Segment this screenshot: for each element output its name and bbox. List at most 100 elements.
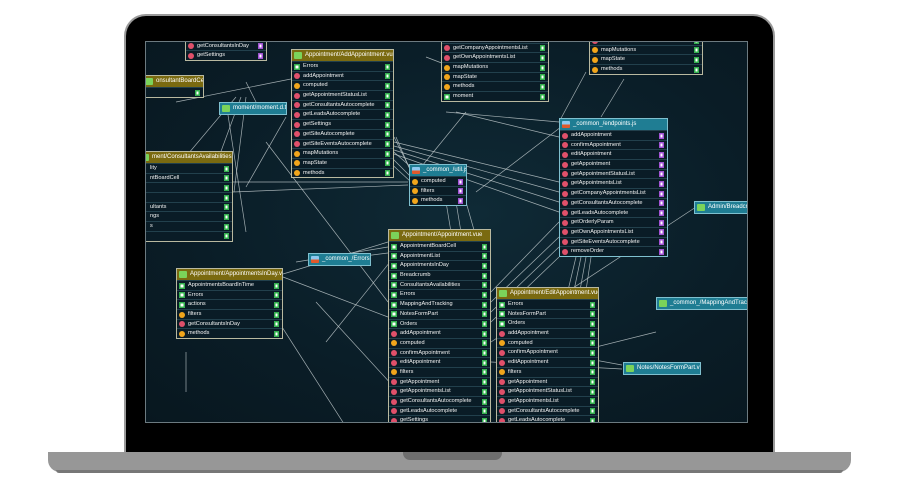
- node-header[interactable]: _common_/endpoints.js: [560, 119, 667, 130]
- node-member-row[interactable]: Errors: [292, 61, 393, 71]
- node-member-row[interactable]: Errors: [497, 299, 598, 309]
- node-member-row[interactable]: getConsultantsAutocomplete: [497, 405, 598, 416]
- node-moment[interactable]: moment/moment.d.ts: [219, 102, 287, 115]
- node-header[interactable]: Appointment/AddAppointment.vue: [292, 50, 393, 61]
- node-member-row[interactable]: getConsultantsAutocomplete: [292, 99, 393, 110]
- node-member-row[interactable]: getConsultantsAutocomplete: [560, 197, 667, 208]
- node-header[interactable]: _common_/Errors.js: [309, 254, 370, 265]
- node-member-row[interactable]: addAppointment: [292, 70, 393, 81]
- node-member-row[interactable]: getCompanyAppointmentsList: [442, 42, 548, 53]
- node-member-row[interactable]: getSettings: [292, 119, 393, 129]
- node-member-row[interactable]: [146, 192, 232, 202]
- node-member-row[interactable]: computed: [497, 337, 598, 348]
- node-member-row[interactable]: moment: [442, 91, 548, 101]
- node-member-row[interactable]: confirmAppointment: [389, 347, 490, 358]
- node-member-row[interactable]: filters: [177, 309, 282, 319]
- node-member-row[interactable]: getConsultantsInDay: [177, 318, 282, 329]
- node-member-row[interactable]: lity: [146, 163, 232, 173]
- node-member-row[interactable]: filters: [410, 185, 466, 196]
- node-member-row[interactable]: getSiteEventsAutocomplete: [292, 138, 393, 149]
- node-member-row[interactable]: AppointmentBoardCell: [389, 241, 490, 251]
- node-member-row[interactable]: AppointmentList: [389, 250, 490, 261]
- node-header[interactable]: Notes/NotesFormPart.vue: [624, 363, 700, 374]
- node-member-row[interactable]: computed: [410, 176, 466, 186]
- node-member-row[interactable]: getLeadsAutocomplete: [560, 207, 667, 218]
- node-member-row[interactable]: mapState: [292, 157, 393, 168]
- node-member-row[interactable]: Orders: [389, 318, 490, 329]
- node-member-row[interactable]: getConsultantsInDay: [186, 42, 266, 50]
- node-member-row[interactable]: getLeadsAutocomplete: [497, 415, 598, 422]
- node-member-row[interactable]: getAppointmentStatusList: [497, 386, 598, 396]
- node-member-row[interactable]: mapState: [442, 71, 548, 82]
- node-member-row[interactable]: getAppointment: [389, 376, 490, 387]
- node-header[interactable]: _common_/MappingAndTracking.vu: [657, 298, 747, 309]
- node-member-row[interactable]: AppointmentsInDay: [389, 260, 490, 270]
- node-member-row[interactable]: getSiteEventsAutocomplete: [560, 236, 667, 247]
- node-member-row[interactable]: getAppointmentStatusList: [292, 90, 393, 100]
- node-member-row[interactable]: mapMutations: [292, 148, 393, 158]
- node-member-row[interactable]: ConsultantsAvailabilities: [389, 279, 490, 290]
- node-top-right[interactable]: confirmAppointmentmapMutationsmapStateme…: [589, 42, 703, 75]
- node-member-row[interactable]: s: [146, 221, 232, 231]
- node-member-row[interactable]: AppointmentsBoardInTime: [177, 280, 282, 290]
- node-header[interactable]: moment/moment.d.ts: [220, 103, 286, 114]
- node-member-row[interactable]: getLeadsAutocomplete: [292, 109, 393, 119]
- node-member-row[interactable]: actions: [177, 299, 282, 309]
- node-member-row[interactable]: filters: [389, 366, 490, 377]
- node-member-row[interactable]: methods: [410, 195, 466, 205]
- node-member-row[interactable]: confirmAppointment: [590, 42, 702, 45]
- node-header[interactable]: Appointment/EditAppointment.vue: [497, 288, 598, 299]
- node-member-row[interactable]: methods: [442, 81, 548, 91]
- node-member-row[interactable]: getCompanyAppointmentsList: [560, 188, 667, 198]
- node-member-row[interactable]: getConsultantsAutocomplete: [389, 396, 490, 406]
- node-member-row[interactable]: mapMutations: [442, 62, 548, 72]
- node-member-row[interactable]: getAppointmentsList: [389, 386, 490, 396]
- node-member-row[interactable]: [146, 230, 232, 241]
- node-member-row[interactable]: getOwnAppointmentsList: [560, 226, 667, 237]
- node-member-row[interactable]: getSettings: [389, 415, 490, 422]
- node-member-row[interactable]: computed: [389, 337, 490, 348]
- node-member-row[interactable]: getAppointment: [560, 159, 667, 169]
- node-errors[interactable]: _common_/Errors.js: [308, 253, 371, 266]
- node-member-row[interactable]: NotesFormPart: [497, 308, 598, 319]
- node-member-row[interactable]: filters: [497, 366, 598, 377]
- node-member-row[interactable]: getAppointmentsList: [497, 395, 598, 406]
- node-consultants-availabilities[interactable]: ment/ConsultantsAvailabilities.vuelitynt…: [146, 151, 233, 242]
- node-header[interactable]: Appointment/AppointmentsInDay.vue: [177, 269, 282, 280]
- node-member-row[interactable]: ultants: [146, 201, 232, 212]
- node-member-row[interactable]: [146, 182, 232, 192]
- node-member-row[interactable]: getAppointment: [497, 376, 598, 387]
- node-header[interactable]: onsultantBoardCell.vue: [146, 76, 203, 87]
- node-member-row[interactable]: addAppointment: [497, 328, 598, 338]
- node-member-row[interactable]: editAppointment: [560, 149, 667, 159]
- node-member-row[interactable]: computed: [292, 80, 393, 90]
- node-mapping-and-tracking[interactable]: _common_/MappingAndTracking.vu: [656, 297, 747, 310]
- node-member-row[interactable]: getAppointmentsList: [560, 178, 667, 188]
- node-member-row[interactable]: removeOrder: [560, 246, 667, 256]
- node-member-row[interactable]: confirmAppointment: [560, 139, 667, 150]
- node-member-row[interactable]: confirmAppointment: [497, 347, 598, 357]
- node-member-row[interactable]: getLeadsAutocomplete: [389, 405, 490, 416]
- node-member-row[interactable]: [146, 87, 203, 97]
- node-member-row[interactable]: Errors: [389, 289, 490, 299]
- node-member-row[interactable]: ntBoardCell: [146, 172, 232, 183]
- node-member-row[interactable]: getAppointmentStatusList: [560, 168, 667, 179]
- node-member-row[interactable]: ngs: [146, 211, 232, 221]
- node-member-row[interactable]: mapMutations: [590, 44, 702, 55]
- node-member-row[interactable]: editAppointment: [389, 357, 490, 367]
- node-consultant-board-cell[interactable]: onsultantBoardCell.vue: [146, 75, 204, 98]
- node-member-row[interactable]: getOrderlyParam: [560, 217, 667, 227]
- node-header[interactable]: Appointment/Appointment.vue: [389, 230, 490, 241]
- node-member-row[interactable]: getSettings: [186, 50, 266, 60]
- node-member-row[interactable]: methods: [590, 64, 702, 74]
- node-header[interactable]: Admin/Breadcrum: [695, 202, 747, 213]
- node-member-row[interactable]: Breadcrumb: [389, 270, 490, 280]
- node-header[interactable]: ment/ConsultantsAvailabilities.vue: [146, 152, 232, 163]
